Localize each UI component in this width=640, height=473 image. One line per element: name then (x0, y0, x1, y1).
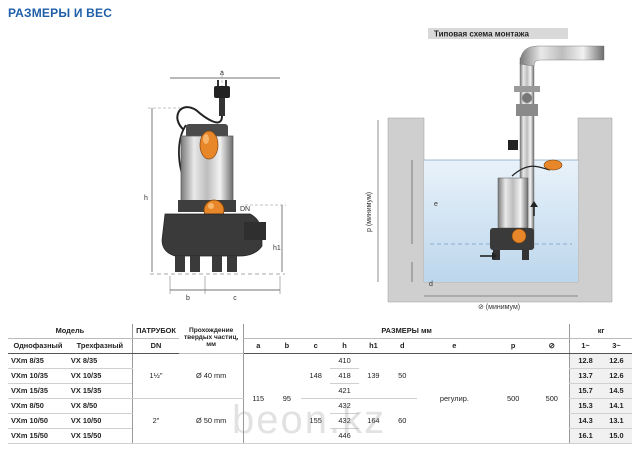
kg1-value: 15.3 (569, 398, 601, 414)
model-three: VX 10/35 (67, 368, 133, 384)
model-single: VXm 8/35 (8, 353, 68, 369)
dim-b-label: b (186, 295, 190, 302)
dn-header: DN (131, 338, 180, 354)
h-value: 432 (330, 398, 359, 414)
kg1-value: 14.3 (569, 413, 601, 429)
model-three: VX 15/35 (67, 383, 133, 399)
h-value: 410 (330, 353, 359, 369)
col-kg3-header: 3~ (600, 338, 632, 354)
dim-width-label: ⊘ (минимум) (478, 304, 520, 311)
dim-p-label: p (минимум) (366, 192, 373, 232)
col-side-header: ⊘ (534, 338, 570, 354)
three-phase-header: Трехфазный (67, 338, 133, 354)
page-heading: РАЗМЕРЫ И ВЕС (8, 6, 113, 20)
outlet-header: ПАТРУБОК (131, 324, 180, 339)
table-row: VXm 10/35 VX 10/35 418 13.7 12.6 (8, 368, 632, 384)
solids-value: Ø 50 mm (179, 398, 244, 444)
table-row: VXm 15/50 VX 15/50 446 16.1 15.0 (8, 428, 632, 444)
model-single: VXm 8/50 (8, 398, 68, 414)
kg3-value: 12.6 (600, 368, 632, 384)
dim-d-label: d (429, 281, 433, 288)
kg3-value: 12.6 (600, 353, 632, 369)
h-value: 421 (330, 383, 359, 399)
model-single: VXm 15/50 (8, 428, 68, 444)
table-row: VXm 10/50 VX 10/50 432 14.3 13.1 (8, 413, 632, 429)
outlet-value: 2" (131, 398, 180, 444)
dim-c-label: c (233, 295, 237, 302)
dimensions-header: РАЗМЕРЫ мм (243, 324, 570, 339)
dimensions-weight-table: Модель ПАТРУБОК Прохождение твердых част… (8, 324, 632, 444)
drawings: a (144, 28, 613, 311)
dim-a-label: a (220, 70, 224, 77)
h-value: 446 (330, 428, 359, 444)
model-single: VXm 10/35 (8, 368, 68, 384)
solids-value: Ø 40 mm (179, 353, 244, 399)
col-a-header: a (243, 338, 273, 354)
d-value: 60 (387, 398, 417, 444)
h1-value: 164 (358, 398, 388, 444)
h-value: 418 (330, 368, 359, 384)
installation-scheme: Типовая схема монтажа p (минимум) e (366, 28, 613, 311)
model-three: VX 15/50 (67, 428, 133, 444)
kg3-value: 14.5 (600, 383, 632, 399)
kg3-value: 13.1 (600, 413, 632, 429)
d-value: 50 (387, 353, 417, 399)
side-value: 500 (534, 353, 570, 444)
model-single: VXm 15/35 (8, 383, 68, 399)
dim-dn-label: DN (240, 206, 250, 213)
single-phase-header: Однофазный (8, 338, 68, 354)
model-three: VX 8/50 (67, 398, 133, 414)
table-row: VXm 8/50 VX 8/50 2" Ø 50 mm 155 432 164 … (8, 398, 632, 444)
col-h-header: h (330, 338, 359, 354)
p-value: 500 (492, 353, 535, 444)
b-value: 95 (272, 353, 302, 444)
col-c-header: c (301, 338, 331, 354)
col-e-header: e (416, 338, 493, 354)
outlet-value: 1½" (131, 353, 180, 399)
kg1-value: 13.7 (569, 368, 601, 384)
e-value: регулир. (416, 353, 493, 444)
model-three: VX 10/50 (67, 413, 133, 429)
install-title: Типовая схема монтажа (434, 30, 529, 39)
pump-dimension-drawing: a (144, 70, 286, 302)
solids-header: Прохождение твердых частиц, мм (179, 324, 244, 354)
dim-e-label: e (434, 201, 438, 208)
col-p-header: p (492, 338, 535, 354)
dim-h1-label: h1 (273, 245, 281, 252)
kg1-value: 12.8 (569, 353, 601, 369)
model-header: Модель (8, 324, 133, 339)
weight-header: кг (569, 324, 632, 339)
table-row: VXm 8/35 VX 8/35 1½" Ø 40 mm 115 95 148 … (8, 353, 632, 444)
c-value: 148 (301, 353, 331, 399)
dim-h-label: h (144, 195, 148, 202)
kg1-value: 16.1 (569, 428, 601, 444)
col-b-header: b (272, 338, 302, 354)
h1-value: 139 (358, 353, 388, 399)
a-value: 115 (243, 353, 273, 444)
model-single: VXm 10/50 (8, 413, 68, 429)
kg1-value: 15.7 (569, 383, 601, 399)
kg3-value: 14.1 (600, 398, 632, 414)
kg3-value: 15.0 (600, 428, 632, 444)
table-row: VXm 15/35 VX 15/35 421 15.7 14.5 (8, 383, 632, 399)
col-h1-header: h1 (358, 338, 388, 354)
c-value: 155 (301, 398, 331, 444)
col-d-header: d (387, 338, 417, 354)
h-value: 432 (330, 413, 359, 429)
model-three: VX 8/35 (67, 353, 133, 369)
col-kg1-header: 1~ (569, 338, 601, 354)
